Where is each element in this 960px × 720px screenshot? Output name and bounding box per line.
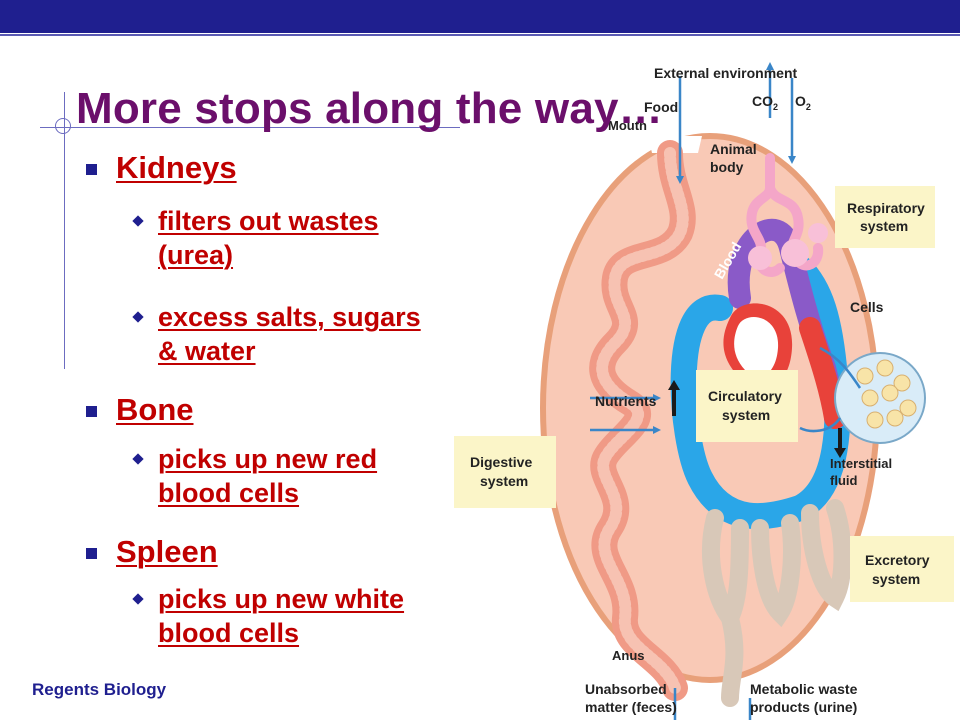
flow-arrows xyxy=(590,68,862,720)
circulatory-label-line1: Circulatory xyxy=(708,388,782,404)
arrowheads xyxy=(653,62,796,434)
unabsorbed-label-line1: Unabsorbed xyxy=(585,681,667,697)
digestive-label-box xyxy=(454,436,556,508)
bullet-spleen: Spleen xyxy=(116,534,218,569)
metabolic-label-line2: products (urine) xyxy=(750,699,857,715)
sub-bullet-spleen-1-cont: blood cells xyxy=(158,618,300,648)
sub-bullet-marker xyxy=(132,593,144,605)
horizontal-guide-line xyxy=(40,127,460,128)
circulatory-label-line2: system xyxy=(722,407,770,423)
heart-chamber xyxy=(734,316,779,377)
cell-group xyxy=(856,359,917,429)
sub-bullet-kidneys-1: filters out wastes xyxy=(158,206,379,236)
external-environment-label: External environment xyxy=(654,65,797,81)
vertical-guide-line xyxy=(64,92,65,369)
sub-bullet-marker xyxy=(132,311,144,323)
digestive-label-line2: system xyxy=(480,473,528,489)
bullet-bone: Bone xyxy=(116,392,194,427)
mouth-label: Mouth xyxy=(608,118,647,133)
unabsorbed-label-line2: matter (feces) xyxy=(585,699,677,715)
o2-label: O2 xyxy=(795,93,811,112)
interstitial-label-line2: fluid xyxy=(830,473,857,488)
circulatory-label-box xyxy=(696,370,798,442)
slide-title: More stops along the way… xyxy=(76,84,663,133)
urinary-outlet xyxy=(721,609,744,707)
digestive-label-line1: Digestive xyxy=(470,454,532,470)
excretory-label-line2: system xyxy=(872,571,920,587)
sub-bullet-kidneys-2: excess salts, sugars xyxy=(158,302,421,332)
crosshair-ornament xyxy=(55,118,71,134)
top-bar xyxy=(0,0,960,33)
animal-body-label-line1: Animal xyxy=(710,141,757,157)
animal-body-systems-diagram: External environment Food Mouth CO2 O2 A… xyxy=(454,62,954,720)
interstitial-label-line1: Interstitial xyxy=(830,456,892,471)
digestive-villi xyxy=(596,147,689,694)
animal-body-label-line2: body xyxy=(710,159,744,175)
metabolic-label-line1: Metabolic waste xyxy=(750,681,858,697)
respiratory-label-box xyxy=(835,186,935,248)
lung-lobe xyxy=(748,246,772,270)
food-label: Food xyxy=(644,99,678,115)
nutrients-label: Nutrients xyxy=(595,393,657,409)
bullet-kidneys: Kidneys xyxy=(116,150,237,185)
lung-lobe xyxy=(808,223,828,243)
internal-flow-arrows xyxy=(668,380,846,458)
bullet-marker xyxy=(86,164,97,175)
bullet-marker xyxy=(86,548,97,559)
bullet-marker xyxy=(86,406,97,417)
respiratory-label-line2: system xyxy=(860,218,908,234)
sub-bullet-kidneys-1-cont: (urea) xyxy=(158,240,234,270)
sub-bullet-kidneys-2-cont: & water xyxy=(158,336,256,366)
excretory-label-line1: Excretory xyxy=(865,552,930,568)
footer-text: Regents Biology xyxy=(32,680,167,699)
sub-bullet-spleen-1: picks up new white xyxy=(158,584,405,614)
top-divider xyxy=(0,34,960,36)
respiratory-label-line1: Respiratory xyxy=(847,200,925,216)
sub-bullet-marker xyxy=(132,453,144,465)
sub-bullet-bone-1-cont: blood cells xyxy=(158,478,300,508)
co2-label: CO2 xyxy=(752,93,778,112)
sub-bullet-bone-1: picks up new red xyxy=(158,444,378,474)
anus-label: Anus xyxy=(612,648,645,663)
blood-vessel-blue xyxy=(670,255,851,530)
excretory-label-box xyxy=(850,536,954,602)
blood-vessel-red xyxy=(799,317,846,429)
sub-bullet-marker xyxy=(132,215,144,227)
lung-lobe xyxy=(781,239,809,267)
cells-label: Cells xyxy=(850,299,884,315)
heart-label: Heart xyxy=(738,337,774,353)
